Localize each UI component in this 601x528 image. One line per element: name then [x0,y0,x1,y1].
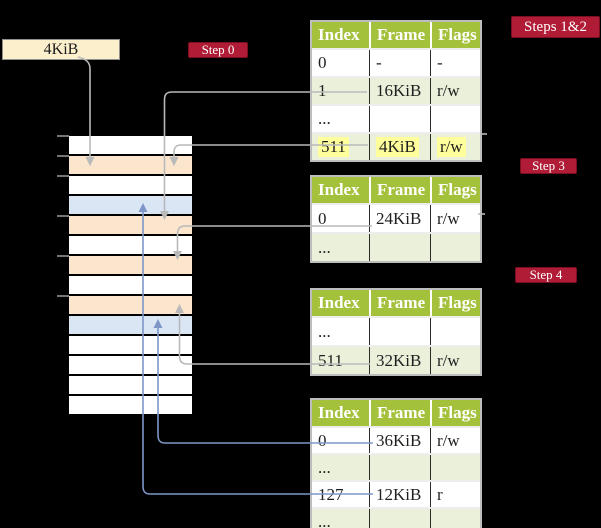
cell-flags: r/w [430,428,480,453]
table-row: ... [312,453,480,480]
memory-frame-row-9 [69,316,192,334]
table-row: 0 36KiB r/w [312,426,480,453]
header-frame: Frame [369,400,430,426]
physical-memory-column [69,136,192,414]
memory-frame-row-5 [69,236,192,254]
cell-flags: r/w [430,78,480,104]
table-header-row: Index Frame Flags [312,290,480,316]
memory-frame-row-13 [69,396,192,414]
header-flags: Flags [430,400,480,426]
steps12-label: Steps 1&2 [511,16,600,38]
page-table-steps12: Index Frame Flags 0 - - 1 16KiB r/w ... … [310,20,482,162]
cell-frame [369,509,430,528]
cell-index: 0 [318,53,327,72]
cell-index: ... [318,109,331,128]
cell-flags: r/w [430,134,480,160]
cell-flags: - [430,50,480,76]
cell-index: 511 [318,350,343,370]
cell-frame [369,318,430,345]
memory-frame-row-10 [69,336,192,354]
table-header-row: Index Frame Flags [312,400,480,426]
cell-frame: 36KiB [369,428,430,453]
cell-frame: 12KiB [369,482,430,507]
header-index: Index [318,180,360,199]
cell-index: ... [318,457,331,477]
cell-frame: 32KiB [369,347,430,374]
header-index: Index [318,403,360,422]
cell-index: ... [318,511,331,528]
table-row-highlighted: 511 4KiB r/w [312,132,480,160]
cell-frame: 4KiB [369,134,430,160]
memory-frame-row-4 [69,216,192,234]
table-header-row: Index Frame Flags [312,22,480,48]
page-table-last-level: Index Frame Flags 0 36KiB r/w ... 127 12… [310,398,482,528]
cell-index: 127 [318,484,344,504]
header-index: Index [318,25,360,44]
cell-frame [369,455,430,480]
table-row: ... [312,507,480,528]
header-frame: Frame [369,290,430,316]
cell-index: 1 [318,81,327,100]
step4-label: Step 4 [515,267,577,283]
cell-index: 0 [318,430,327,450]
memory-frame-row-8 [69,296,192,314]
table-row: ... [312,316,480,345]
cell-frame: 16KiB [369,78,430,104]
header-index: Index [318,293,360,312]
table-row: ... [312,104,480,132]
cell-index: ... [318,321,331,341]
cell-flags [430,106,480,132]
page-table-step4: Index Frame Flags ... 511 32KiB r/w [310,288,482,376]
cell-index: 511 [312,134,369,160]
cell-index: ... [318,237,331,257]
cell-flags: r/w [430,347,480,374]
table-row: 127 12KiB r [312,480,480,507]
table-row: ... [312,232,480,261]
memory-frame-row-0 [69,136,192,154]
header-flags: Flags [430,177,480,203]
header-flags: Flags [430,290,480,316]
cell-flags: r [430,482,480,507]
table-row: 511 32KiB r/w [312,345,480,374]
table-row: 0 - - [312,48,480,76]
cell-flags [430,509,480,528]
frame-size-box: 4KiB [2,39,120,60]
memory-frame-row-2 [69,176,192,194]
memory-frame-row-12 [69,376,192,394]
step0-label: Step 0 [188,42,248,58]
cell-frame: 24KiB [369,205,430,232]
memory-frame-row-11 [69,356,192,374]
step3-label: Step 3 [520,158,577,174]
cell-index: 0 [318,208,327,228]
page-table-step3: Index Frame Flags 0 24KiB r/w ... [310,175,482,263]
cell-frame: - [369,50,430,76]
frame-size-label: 4KiB [43,40,79,58]
cell-flags [430,234,480,261]
cell-flags [430,318,480,345]
table-header-row: Index Frame Flags [312,177,480,203]
memory-frame-row-7 [69,276,192,294]
cell-flags [430,455,480,480]
memory-frame-row-6 [69,256,192,274]
memory-frame-row-3 [69,196,192,214]
cell-frame [369,106,430,132]
table-row: 0 24KiB r/w [312,203,480,232]
header-frame: Frame [369,22,430,48]
header-flags: Flags [430,22,480,48]
cell-flags: r/w [430,205,480,232]
cell-frame [369,234,430,261]
header-frame: Frame [369,177,430,203]
memory-frame-row-1 [69,156,192,174]
table-row: 1 16KiB r/w [312,76,480,104]
